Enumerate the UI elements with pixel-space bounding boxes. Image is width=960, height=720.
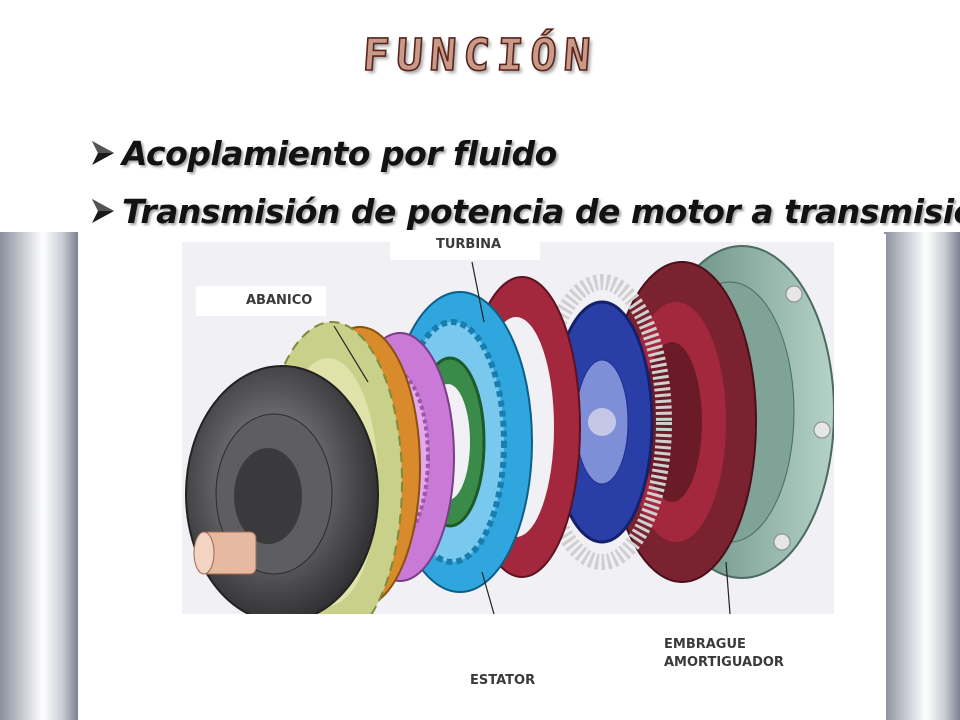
bullet-list: Acoplamiento por fluido Transmisión de p… [90,124,960,240]
label-estator: ESTATOR [458,666,548,696]
pump-housing [185,365,379,614]
leader-lines [333,261,731,614]
label-abanico: ABANICO [196,286,326,316]
slide-title: FUNCIÓN [360,29,600,82]
torque-converter-exploded-view [185,245,834,614]
figure-panel: TURBINA ABANICO EMBRAGUE AMORTIGUADOR ES… [90,230,886,720]
bullet-arrow-icon [92,199,114,223]
label-embrague-amortiguador: EMBRAGUE AMORTIGUADOR [656,630,792,678]
left-decorative-bar [0,232,78,720]
right-decorative-bar [884,232,960,720]
label-embrague-line1: EMBRAGUE [664,637,746,652]
label-embrague-line2: AMORTIGUADOR [664,655,784,670]
bullet-text: Transmisión de potencia de motor a trans… [122,191,960,231]
bullet-item: Acoplamiento por fluido [90,124,960,182]
bullet-text: Acoplamiento por fluido [122,133,557,173]
torque-converter-illustration [182,242,834,614]
bullet-item: Transmisión de potencia de motor a trans… [90,182,960,240]
label-turbina: TURBINA [390,230,540,260]
bullet-arrow-icon [92,141,114,165]
